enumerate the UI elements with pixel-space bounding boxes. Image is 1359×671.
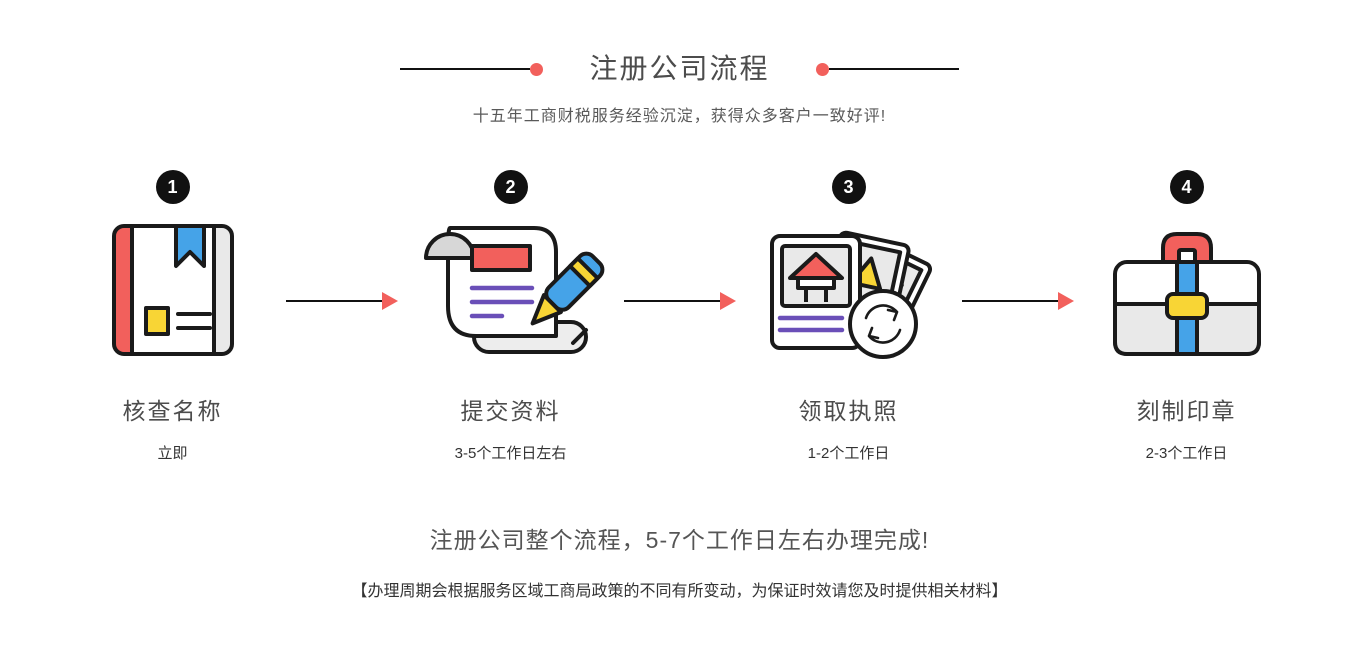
arrow-head-icon bbox=[381, 292, 398, 310]
footer-note: 【办理周期会根据服务区域工商局政策的不同有所变动，为保证时效请您及时提供相关材料… bbox=[351, 583, 1008, 600]
step-duration: 2-3个工作日 bbox=[1145, 445, 1228, 462]
scroll-pen-icon bbox=[411, 220, 611, 360]
deco-dot-right bbox=[815, 62, 829, 76]
arrow-head-icon bbox=[1057, 292, 1074, 310]
step-duration: 立即 bbox=[157, 445, 188, 462]
briefcase-icon bbox=[1087, 220, 1287, 360]
deco-dot-left bbox=[530, 62, 544, 76]
step-title: 刻制印章 bbox=[1136, 398, 1237, 424]
page-title: 注册公司流程 bbox=[589, 53, 770, 84]
step-submit-materials: 2 提交资料 3-5个工作日左右 bbox=[411, 170, 611, 463]
step-engrave-seal: 4 刻制印章 2-3个工作日 bbox=[1087, 170, 1287, 463]
step-title: 核查名称 bbox=[122, 398, 223, 424]
deco-line-right bbox=[828, 68, 959, 70]
arrow-line bbox=[285, 300, 382, 302]
section-header: 注册公司流程 十五年工商财税服务经验沉淀，获得众多客户一致好评! bbox=[0, 0, 1359, 126]
section-footer: 注册公司整个流程，5-7个工作日左右办理完成! 【办理周期会根据服务区域工商局政… bbox=[0, 521, 1359, 601]
arrow-line bbox=[623, 300, 720, 302]
flow-arrow bbox=[273, 292, 411, 310]
step-title: 领取执照 bbox=[798, 398, 899, 424]
header-subtitle: 十五年工商财税服务经验沉淀，获得众多客户一致好评! bbox=[472, 108, 887, 125]
step-title: 提交资料 bbox=[460, 398, 561, 424]
step-number-badge: 1 bbox=[155, 170, 190, 204]
book-icon bbox=[73, 220, 273, 360]
step-check-name: 1 核查名称 立即 bbox=[73, 170, 273, 463]
arrow-line bbox=[961, 300, 1058, 302]
step-get-license: 3 bbox=[749, 170, 949, 463]
footer-summary: 注册公司整个流程，5-7个工作日左右办理完成! bbox=[429, 527, 930, 553]
arrow-head-icon bbox=[719, 292, 736, 310]
process-steps: 1 核查名称 立即 2 bbox=[0, 170, 1359, 463]
flow-arrow bbox=[611, 292, 749, 310]
step-duration: 3-5个工作日左右 bbox=[454, 445, 567, 462]
deco-line-left bbox=[400, 68, 531, 70]
title-row: 注册公司流程 bbox=[0, 52, 1359, 86]
license-cards-icon bbox=[749, 220, 949, 360]
step-number-badge: 4 bbox=[1169, 170, 1204, 204]
flow-arrow bbox=[949, 292, 1087, 310]
step-number-badge: 3 bbox=[831, 170, 866, 204]
step-number-badge: 2 bbox=[493, 170, 528, 204]
step-duration: 1-2个工作日 bbox=[807, 445, 890, 462]
